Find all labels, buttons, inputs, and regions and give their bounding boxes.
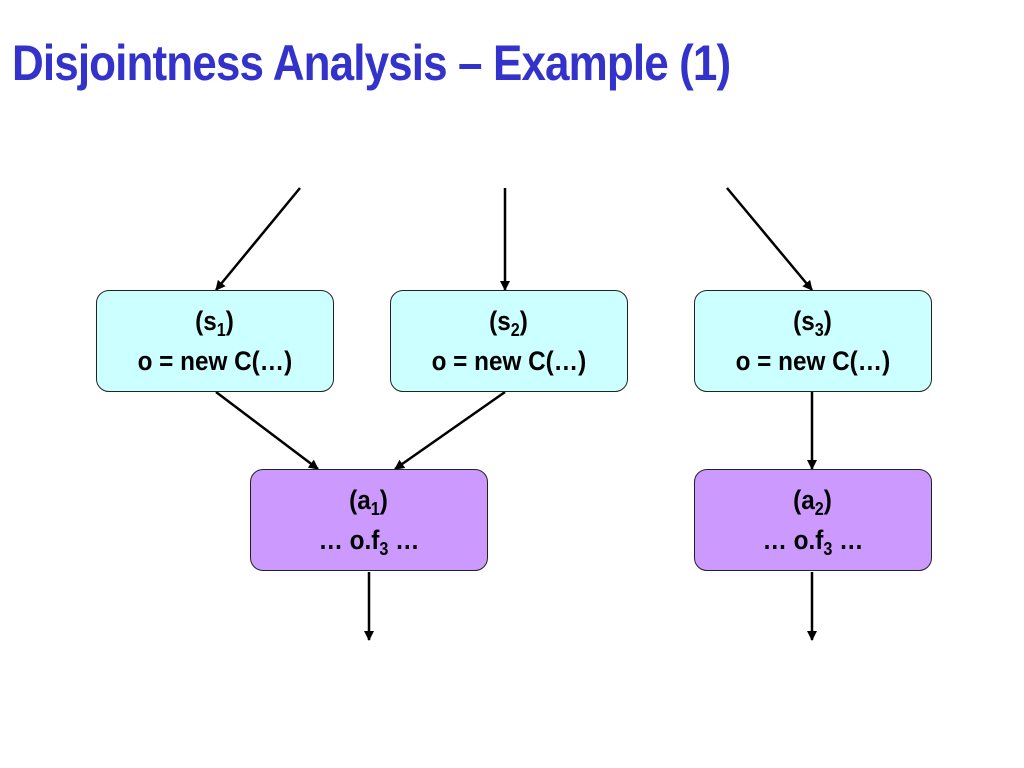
node-a1-label: (a1) (349, 485, 389, 519)
edge-in-s3 (726, 187, 813, 291)
node-s3-code: o = new C(…) (735, 346, 891, 376)
node-s3: (s3) o = new C(…) (694, 290, 932, 392)
node-a2-label: (a2) (793, 485, 833, 519)
node-a2: (a2) … o.f3 … (694, 469, 932, 571)
node-s2-code: o = new C(…) (431, 346, 587, 376)
page-title: Disjointness Analysis – Example (1) (12, 35, 731, 91)
edge-s2-a1 (394, 390, 506, 471)
node-s1-label: (s1) (195, 306, 235, 340)
node-s1-code: o = new C(…) (137, 346, 293, 376)
edge-in-s1 (215, 187, 301, 291)
edge-s1-a1 (215, 391, 319, 470)
node-a2-code: … o.f3 … (762, 525, 864, 559)
node-s1: (s1) o = new C(…) (96, 290, 334, 392)
node-a1: (a1) … o.f3 … (250, 469, 488, 571)
node-s3-label: (s3) (793, 306, 833, 340)
node-s2-label: (s2) (489, 306, 529, 340)
node-a1-code: … o.f3 … (318, 525, 420, 559)
node-s2: (s2) o = new C(…) (390, 290, 628, 392)
